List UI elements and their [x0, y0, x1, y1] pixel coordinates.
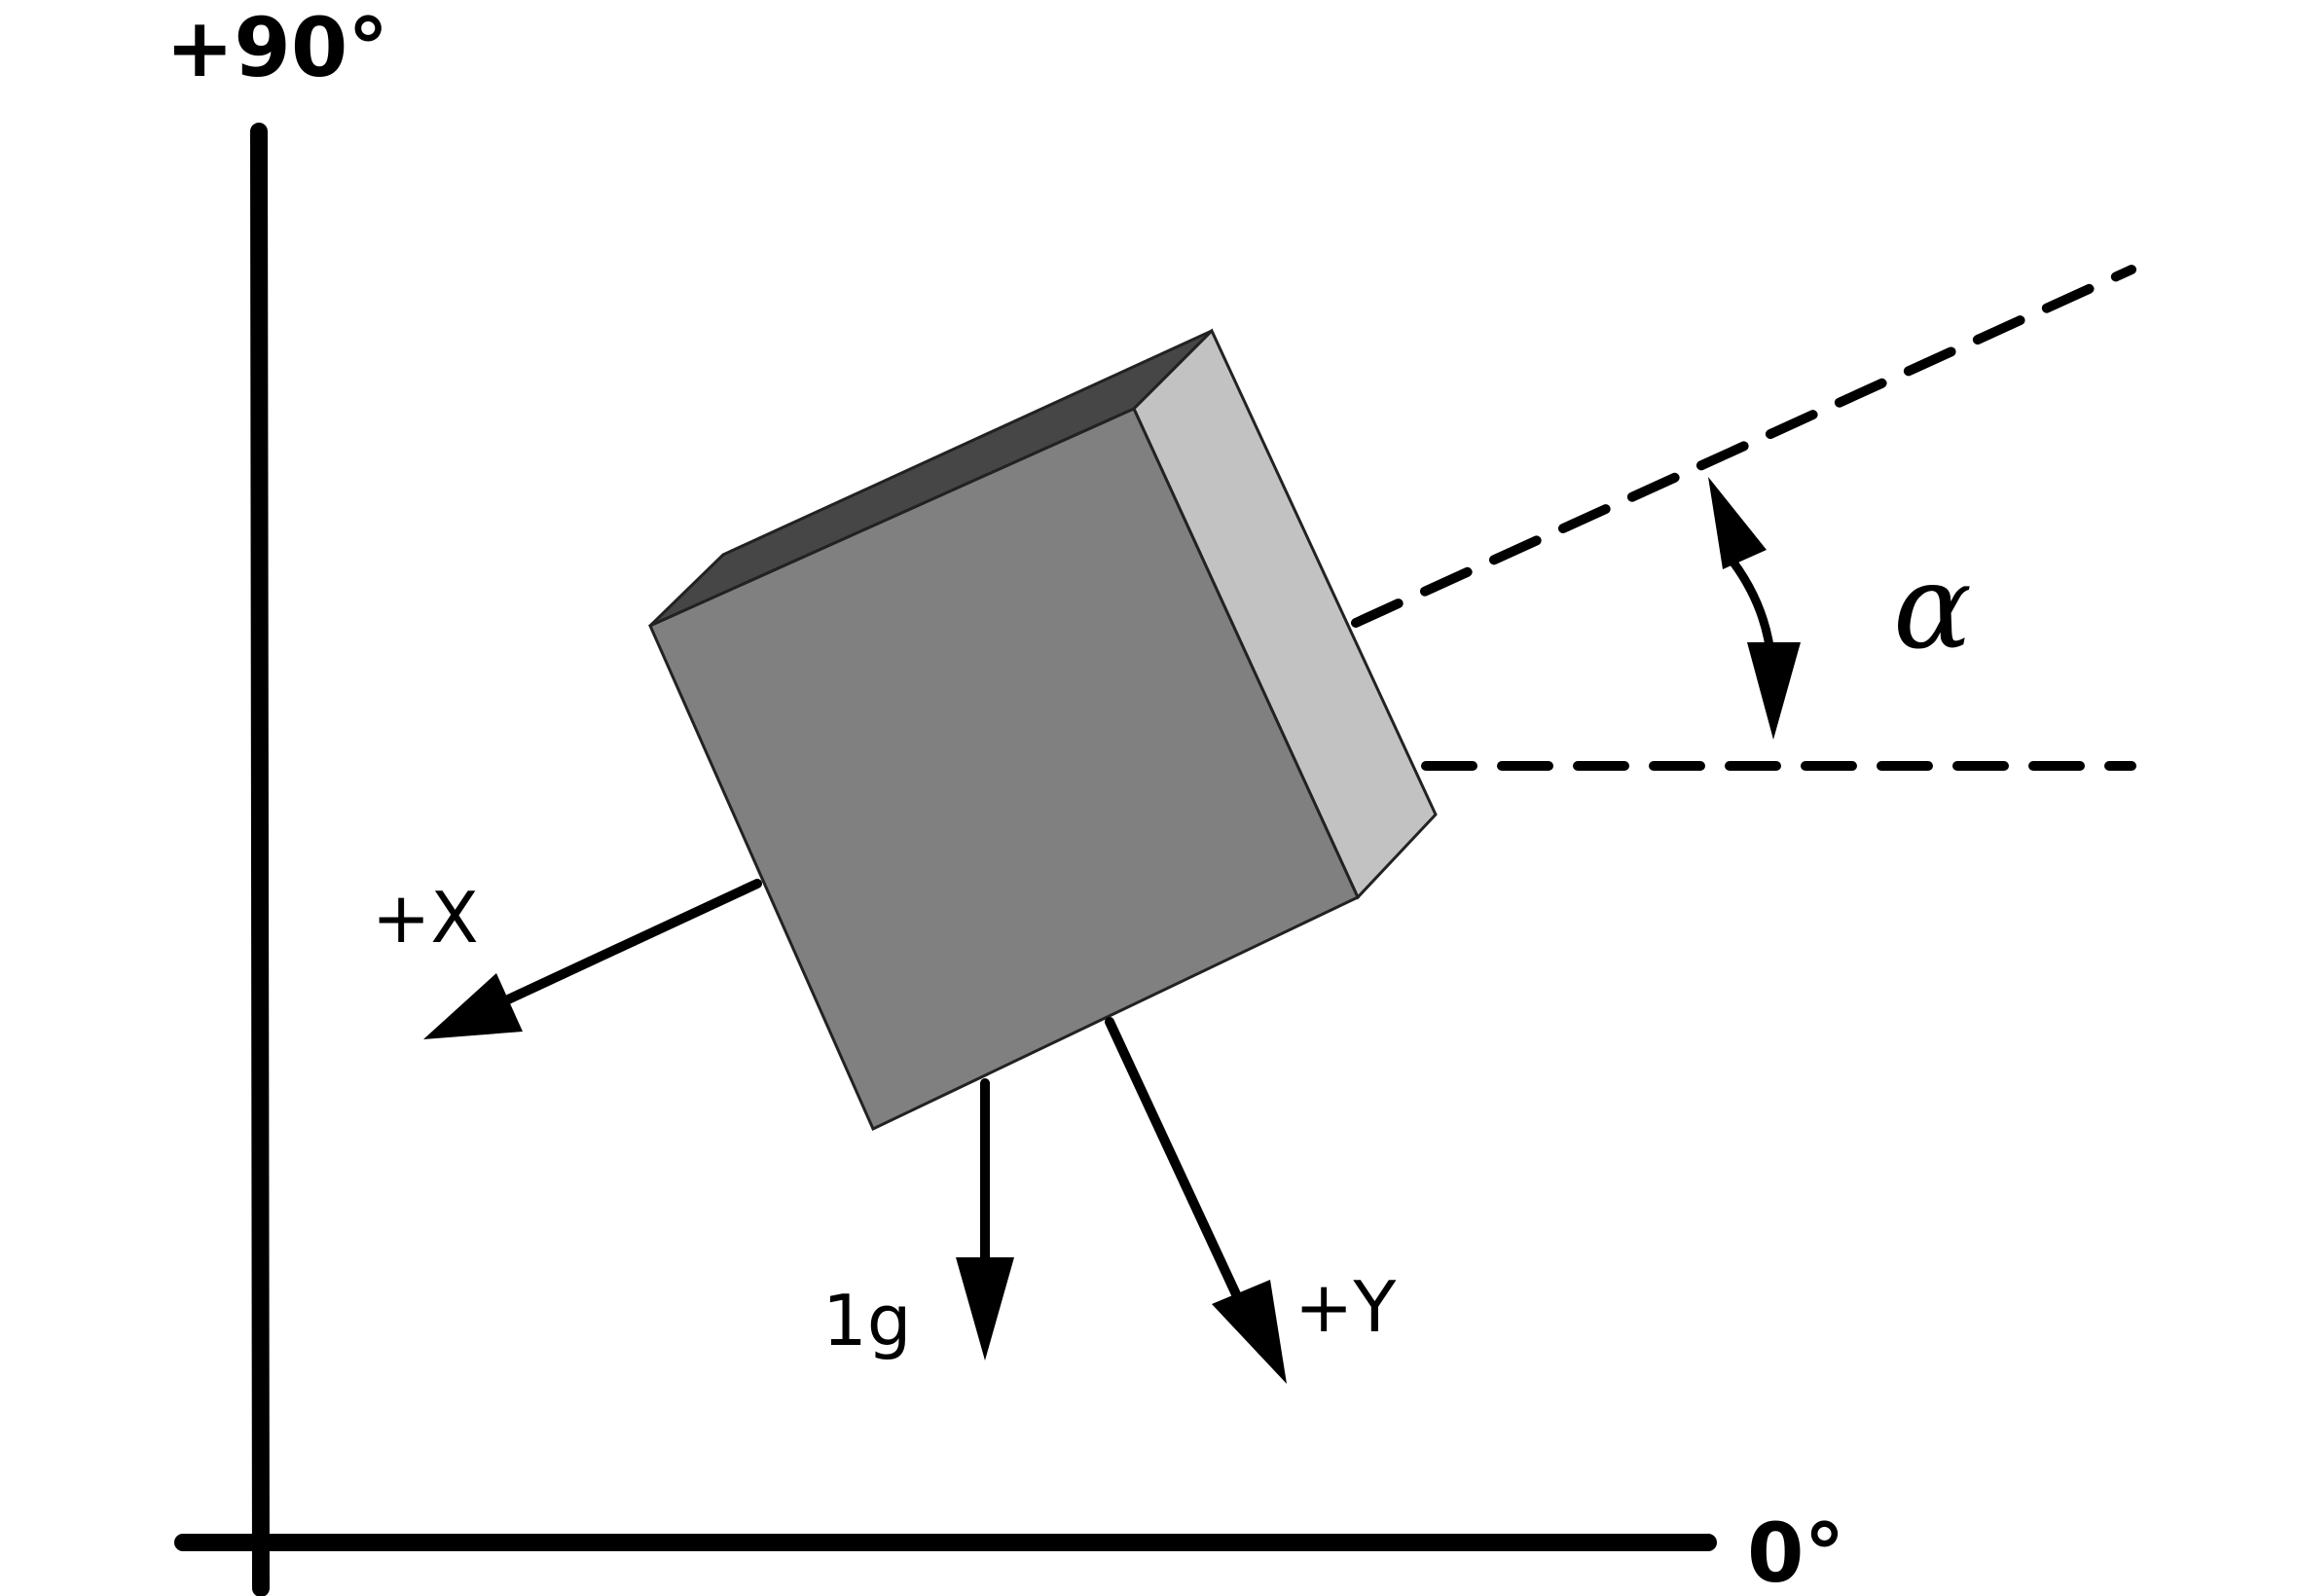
gravity-arrowhead: [956, 1257, 1014, 1360]
angle-arrowhead-up: [1708, 477, 1767, 569]
vertical-axis-line: [250, 123, 270, 1596]
y-arrowhead: [1212, 1280, 1287, 1384]
cube-front-face: [648, 407, 1360, 1132]
y-axis-vector: [1105, 1017, 1287, 1384]
x-axis-vector: [423, 879, 762, 1039]
gravity-vector: [956, 1078, 1014, 1360]
vertical-axis-label: +90°: [165, 0, 388, 95]
x-arrowhead: [423, 973, 523, 1039]
x-axis-label: +X: [372, 877, 479, 959]
angle-label: α: [1893, 540, 1972, 675]
gravity-label: 1g: [822, 1280, 912, 1361]
tilted-reference-line: [1351, 265, 2136, 628]
angle-arc: [1708, 477, 1801, 740]
y-axis-label: +Y: [1294, 1266, 1397, 1348]
angle-arrowhead-down: [1747, 642, 1801, 740]
tilted-cube: [648, 328, 1438, 1132]
horizontal-axis-label: 0°: [1747, 1505, 1844, 1596]
